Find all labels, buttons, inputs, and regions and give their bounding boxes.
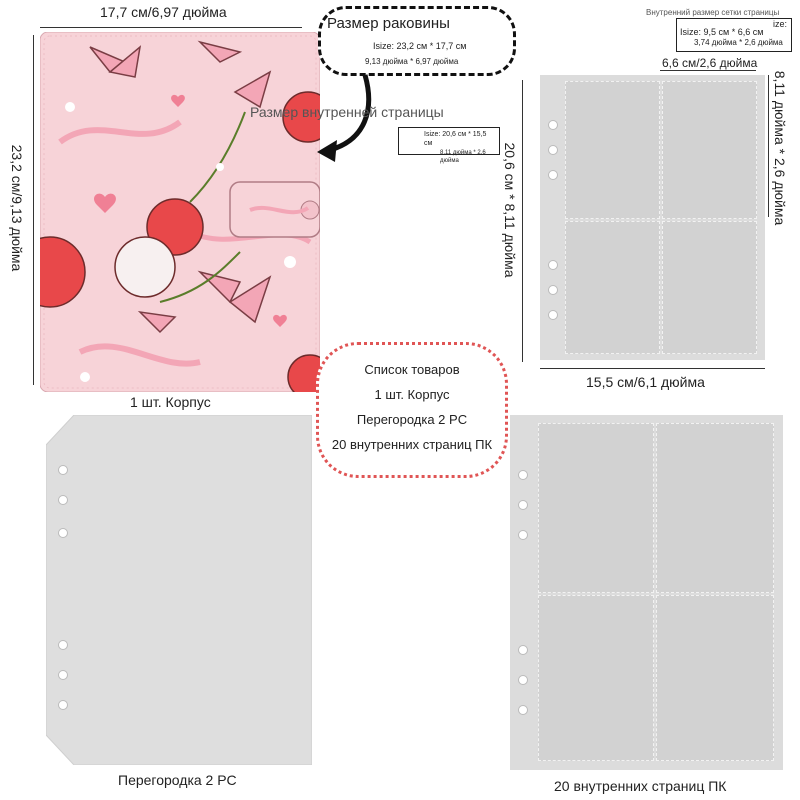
binder-hole — [58, 700, 68, 710]
divider-shape — [45, 414, 313, 766]
pocket-width-label: 6,6 см/2,6 дюйма — [662, 56, 758, 70]
binder-hole — [518, 470, 528, 480]
item-list-box: Список товаров 1 шт. Корпус Перегородка … — [316, 342, 508, 478]
item-list-entry: 1 шт. Корпус — [374, 387, 450, 402]
binder-hole — [548, 310, 558, 320]
grid-callout-size-cm: Isize: 9,5 см * 6,6 см — [680, 27, 764, 37]
card-pocket — [565, 81, 660, 219]
inner-page-callout-title: Размер внутренней страницы — [250, 104, 444, 120]
item-list-entry: Перегородка 2 PC — [356, 412, 468, 427]
grid-callout-title: Внутренний размер сетки страницы — [646, 8, 780, 17]
shell-callout-title: Размер раковины — [327, 15, 450, 32]
binder-hole — [58, 640, 68, 650]
shell-callout-size-in: 9,13 дюйма * 6,97 дюйма — [365, 57, 459, 66]
inner-page-width-label: 15,5 см/6,1 дюйма — [586, 374, 705, 390]
card-pocket — [565, 221, 660, 354]
pocket-height-line — [768, 75, 769, 217]
binder-hole — [58, 670, 68, 680]
binder-cover — [14, 31, 334, 400]
card-pocket — [538, 423, 654, 593]
grid-callout-corner-text: ize: — [772, 19, 787, 29]
inner-page-callout: Isize: 20,6 см * 15,5 см 8,11 дюйма * 2,… — [398, 127, 500, 164]
card-pocket — [538, 595, 654, 761]
binder-hole — [548, 260, 558, 270]
card-pocket — [656, 595, 774, 761]
binder-hole — [58, 465, 68, 475]
divider-caption: Перегородка 2 PC — [118, 772, 237, 788]
binder-hole — [548, 120, 558, 130]
inner-page-width-line — [540, 368, 765, 369]
pocket-height-label: 8,11 дюйма * 2,6 дюйма — [772, 70, 788, 226]
binder-hole — [518, 500, 528, 510]
item-list-entry: 20 внутренних страниц ПК — [331, 437, 493, 452]
binder-hole — [518, 530, 528, 540]
pages-caption: 20 внутренних страниц ПК — [554, 778, 727, 794]
cover-height-label: 23,2 см/9,13 дюйма — [9, 144, 25, 272]
curved-arrow-icon — [317, 74, 372, 162]
inner-page-callout-size-in: 8,11 дюйма * 2,6 дюйма — [440, 149, 486, 164]
inner-page-sheet — [540, 75, 765, 360]
card-pocket — [662, 81, 757, 219]
card-pocket — [662, 221, 757, 354]
binder-hole — [548, 170, 558, 180]
binder-hole — [548, 145, 558, 155]
shell-callout-size-cm: Isize: 23,2 см * 17,7 см — [373, 41, 467, 51]
inner-pages-sheet — [510, 415, 783, 770]
binder-hole — [518, 705, 528, 715]
cover-height-line — [33, 35, 34, 385]
inner-page-height-label: 20,6 см * 8,11 дюйма — [502, 142, 518, 278]
cover-width-label: 17,7 см/6,97 дюйма — [100, 4, 227, 20]
cherry-bow-pattern-illustration — [14, 31, 334, 400]
binder-hole — [518, 675, 528, 685]
card-pocket — [656, 423, 774, 593]
inner-page-callout-size-cm: Isize: 20,6 см * 15,5 см — [424, 131, 487, 148]
item-list-title: Список товаров — [364, 362, 460, 377]
inner-page-height-line — [522, 80, 523, 362]
shell-size-callout: Размер раковины Isize: 23,2 см * 17,7 см… — [318, 6, 516, 76]
binder-hole — [548, 285, 558, 295]
binder-hole — [58, 528, 68, 538]
grid-callout: ize: Isize: 9,5 см * 6,6 см 3,74 дюйма *… — [676, 18, 792, 52]
cover-width-line — [40, 27, 302, 28]
binder-hole — [518, 645, 528, 655]
grid-callout-size-in: 3,74 дюйма * 2,6 дюйма — [694, 38, 783, 48]
binder-hole — [58, 495, 68, 505]
divider-sheet — [45, 414, 313, 766]
pocket-width-line — [660, 70, 756, 71]
cover-caption: 1 шт. Корпус — [130, 394, 211, 410]
